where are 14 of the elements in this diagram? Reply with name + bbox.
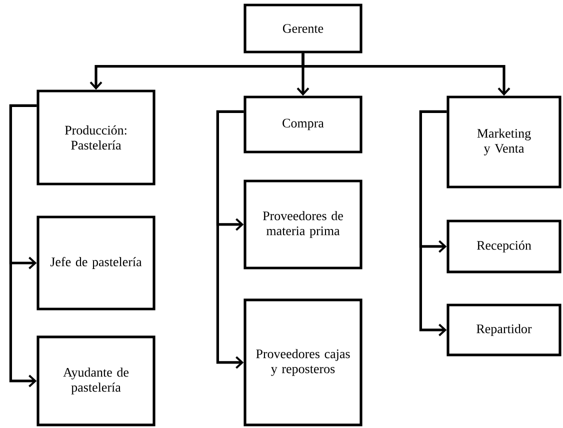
arrow xyxy=(302,53,510,96)
org-box: Repartidor xyxy=(446,304,562,356)
org-box: Producción: Pastelería xyxy=(36,90,156,186)
org-box: Recepción xyxy=(446,220,562,274)
org-box: Marketing y Venta xyxy=(446,96,562,188)
org-box: Ayudante de pastelería xyxy=(36,336,156,426)
org-box: Proveedores de materia prima xyxy=(244,180,362,270)
org-box: Jefe de pastelería xyxy=(36,216,156,310)
arrow xyxy=(216,110,244,369)
arrow xyxy=(9,104,37,388)
org-box: Proveedores cajas y reposteros xyxy=(244,298,362,426)
org-box: Compra xyxy=(244,96,362,154)
arrow xyxy=(419,110,447,336)
org-box: Gerente xyxy=(244,4,362,54)
